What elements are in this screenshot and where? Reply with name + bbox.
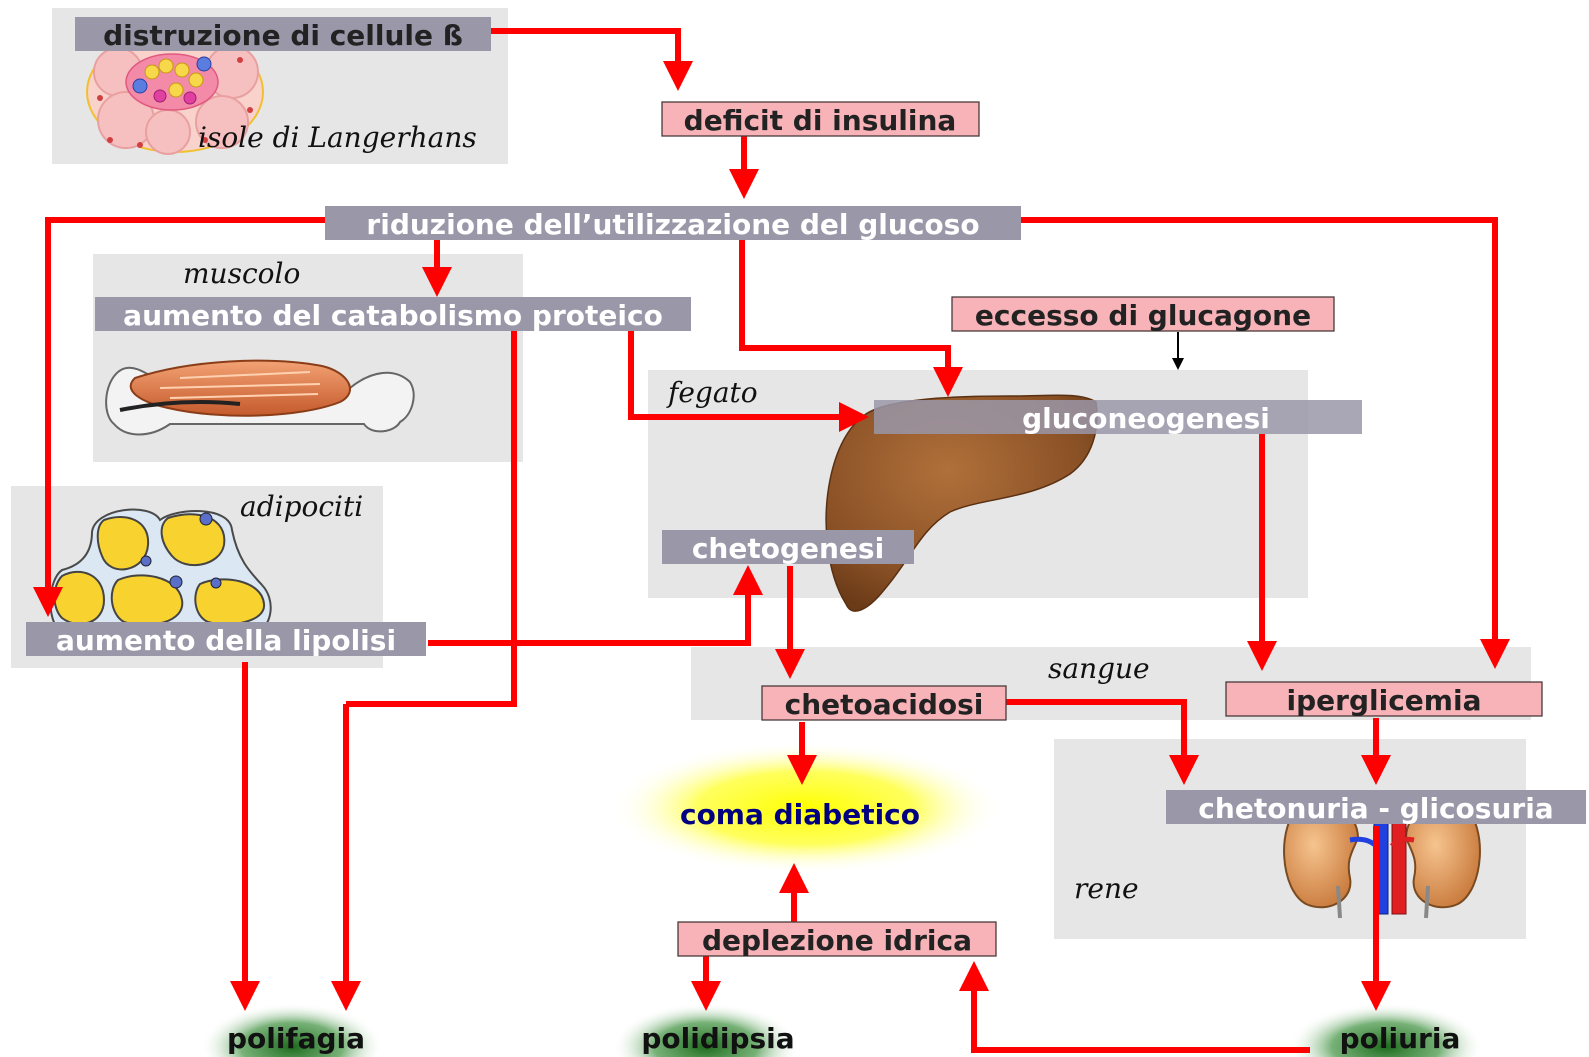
organ-sangue: sangue [1048,652,1150,685]
node-glucagone: eccesso di glucagone [975,299,1311,332]
arrow-poliuria-deplezione [974,970,1310,1050]
node-lipolisi: aumento della lipolisi [56,624,396,657]
organ-adipociti: adipociti [240,490,363,523]
node-catabolismo: aumento del catabolismo proteico [123,299,663,332]
node-iperglicemia: iperglicemia [1287,684,1482,717]
organ-fegato: fegato [666,376,758,409]
node-deplezione: deplezione idrica [702,924,972,957]
organ-rene: rene [1074,872,1139,905]
node-poliuria: poliuria [1340,1022,1461,1055]
node-polifagia: polifagia [227,1022,365,1055]
node-distruzione: distruzione di cellule ß [103,19,463,52]
node-riduzione: riduzione dell’utilizzazione del glucoso [366,208,979,241]
node-polidipsia: polidipsia [641,1022,794,1055]
organ-muscolo: muscolo [183,257,300,290]
arrow-riduzione-gluconeogenesi [742,238,948,388]
node-deficit: deficit di insulina [684,104,957,137]
node-gluconeogenesi: gluconeogenesi [1022,402,1270,435]
node-chetoacidosi: chetoacidosi [785,688,984,721]
node-chetonuria: chetonuria - glicosuria [1198,792,1553,825]
organ-langerhans: isole di Langerhans [198,121,477,154]
node-chetogenesi: chetogenesi [692,532,884,565]
arrow-distruzione-deficit [490,31,678,82]
node-coma: coma diabetico [680,798,920,831]
